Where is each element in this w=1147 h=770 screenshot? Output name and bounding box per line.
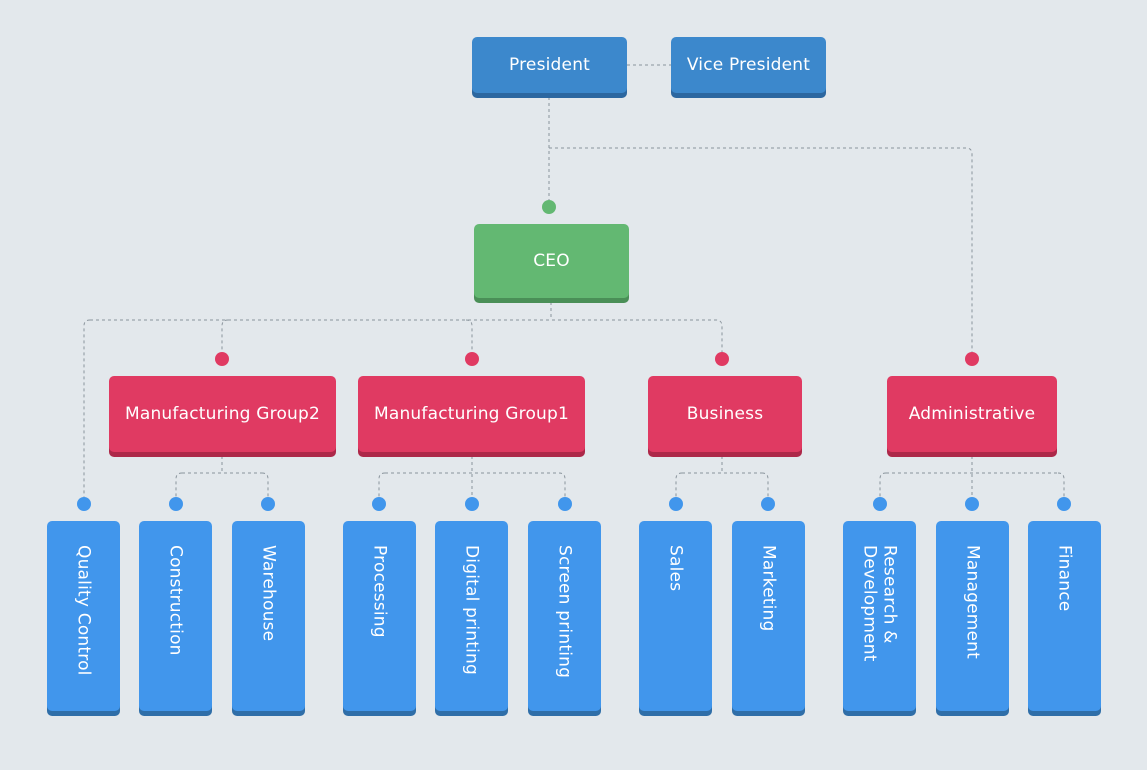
finance-connector-dot [1057, 497, 1071, 511]
digital-printing-label: Digital printing [461, 545, 482, 675]
processing-node: Processing [343, 521, 416, 711]
business-children-link [675, 456, 769, 497]
finance-node: Finance [1028, 521, 1101, 711]
mfg2-link [221, 319, 229, 352]
finance-label: Finance [1054, 545, 1075, 612]
sales-connector-dot [669, 497, 683, 511]
quality-control-connector-dot [77, 497, 91, 511]
construction-node: Construction [139, 521, 212, 711]
screen-printing-label: Screen printing [554, 545, 575, 679]
screen-printing-connector-dot [558, 497, 572, 511]
manufacturing-group1-node: Manufacturing Group1 [358, 376, 585, 452]
digital-printing-node: Digital printing [435, 521, 508, 711]
marketing-node: Marketing [732, 521, 805, 711]
marketing-connector-dot [761, 497, 775, 511]
president-label: President [508, 55, 591, 75]
warehouse-label: Warehouse [258, 545, 279, 642]
construction-label: Construction [165, 545, 186, 656]
groups-bus-link [90, 319, 723, 352]
administrative-node: Administrative [887, 376, 1057, 452]
mfg1-link [465, 319, 473, 352]
management-node: Management [936, 521, 1009, 711]
admin-children-link [879, 456, 1065, 497]
manufacturing-group1-label: Manufacturing Group1 [373, 404, 570, 424]
manufacturing-group2-label: Manufacturing Group2 [124, 404, 321, 424]
vice-president-label: Vice President [686, 55, 811, 75]
quality-control-node: Quality Control [47, 521, 120, 711]
ceo-label: CEO [533, 251, 570, 271]
warehouse-connector-dot [261, 497, 275, 511]
research-development-label: Research & Development [859, 545, 900, 662]
mfg1-connector-dot [465, 352, 479, 366]
mfg2-children-link [175, 456, 269, 497]
mfg1-children-link [378, 456, 566, 497]
marketing-label: Marketing [758, 545, 779, 632]
administrative-connector-dot [965, 352, 979, 366]
president-admin-link [549, 147, 973, 352]
vice-president-node: Vice President [671, 37, 826, 93]
manufacturing-group2-node: Manufacturing Group2 [109, 376, 336, 452]
processing-connector-dot [372, 497, 386, 511]
screen-printing-node: Screen printing [528, 521, 601, 711]
construction-connector-dot [169, 497, 183, 511]
quality-control-link [83, 319, 91, 497]
sales-node: Sales [639, 521, 712, 711]
digital-printing-connector-dot [465, 497, 479, 511]
processing-label: Processing [369, 545, 390, 638]
business-connector-dot [715, 352, 729, 366]
quality-control-label: Quality Control [73, 545, 94, 676]
management-connector-dot [965, 497, 979, 511]
president-node: President [472, 37, 627, 93]
ceo-connector-dot [542, 200, 556, 214]
business-node: Business [648, 376, 802, 452]
administrative-label: Administrative [908, 404, 1036, 424]
warehouse-node: Warehouse [232, 521, 305, 711]
business-label: Business [686, 404, 764, 424]
management-label: Management [962, 545, 983, 659]
research-development-connector-dot [873, 497, 887, 511]
ceo-node: CEO [474, 224, 629, 298]
research-development-node: Research & Development [843, 521, 916, 711]
mfg2-connector-dot [215, 352, 229, 366]
sales-label: Sales [665, 545, 686, 592]
